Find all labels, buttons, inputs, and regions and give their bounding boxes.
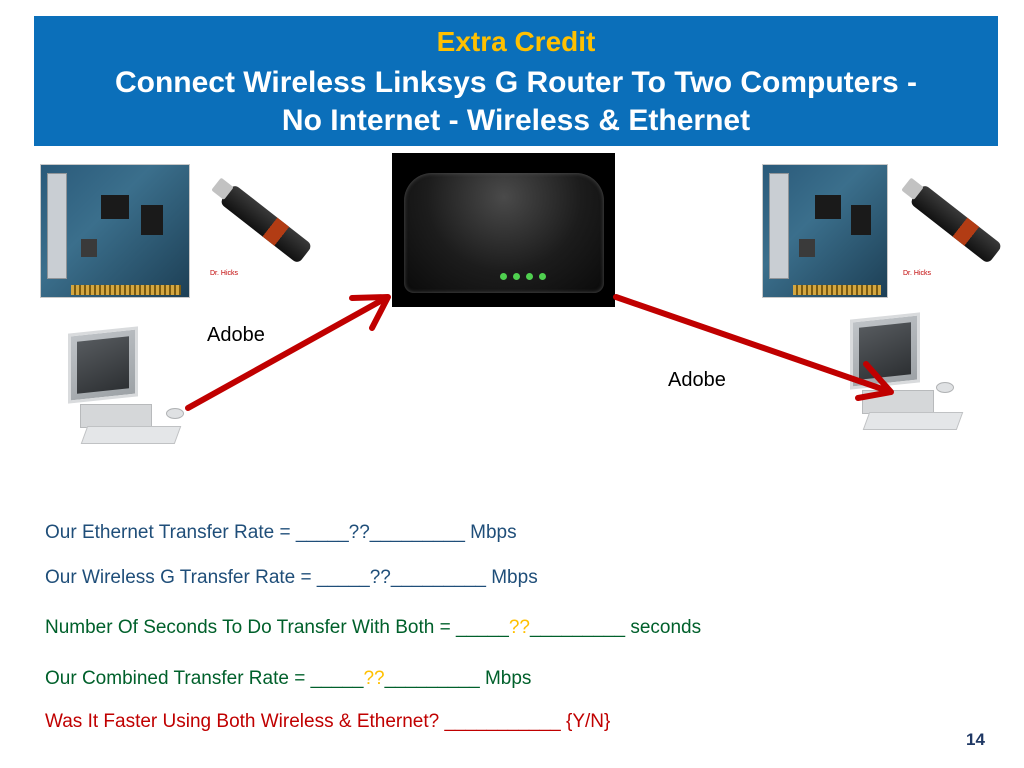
combined-rate-mark: ?? (363, 668, 385, 689)
combined-rate-question: Our Combined Transfer Rate = _____??____… (45, 668, 531, 690)
left-credit: Dr. Hicks (210, 270, 238, 277)
right-network-card-icon (762, 164, 888, 298)
title-banner: Extra Credit Connect Wireless Linksys G … (34, 16, 998, 146)
seconds-question-text: Number Of Seconds To Do Transfer With Bo… (45, 617, 509, 638)
seconds-question-mark: ?? (508, 617, 530, 638)
seconds-question: Number Of Seconds To Do Transfer With Bo… (45, 617, 701, 639)
combined-rate-text: Our Combined Transfer Rate = _____ (45, 668, 364, 689)
page-number: 14 (966, 730, 985, 749)
left-computer-icon (60, 322, 188, 460)
right-adobe-label: Adobe (668, 369, 726, 391)
left-adobe-label: Adobe (207, 324, 265, 346)
banner-title-line1: Connect Wireless Linksys G Router To Two… (114, 66, 918, 99)
left-arrow (185, 294, 391, 411)
banner-title-line2: No Internet - Wireless & Ethernet (281, 104, 751, 137)
faster-question: Was It Faster Using Both Wireless & Ethe… (45, 711, 611, 732)
left-network-card-icon (40, 164, 190, 298)
banner-kicker: Extra Credit (436, 26, 596, 57)
combined-rate-suffix: _________ Mbps (384, 668, 532, 689)
wireless-rate-question: Our Wireless G Transfer Rate = _____??__… (45, 567, 538, 588)
ethernet-rate-question: Our Ethernet Transfer Rate = _____??____… (45, 522, 517, 543)
seconds-question-suffix: _________ seconds (529, 617, 702, 638)
router-icon (392, 153, 615, 307)
right-credit: Dr. Hicks (903, 270, 931, 277)
right-arrow (613, 294, 894, 401)
